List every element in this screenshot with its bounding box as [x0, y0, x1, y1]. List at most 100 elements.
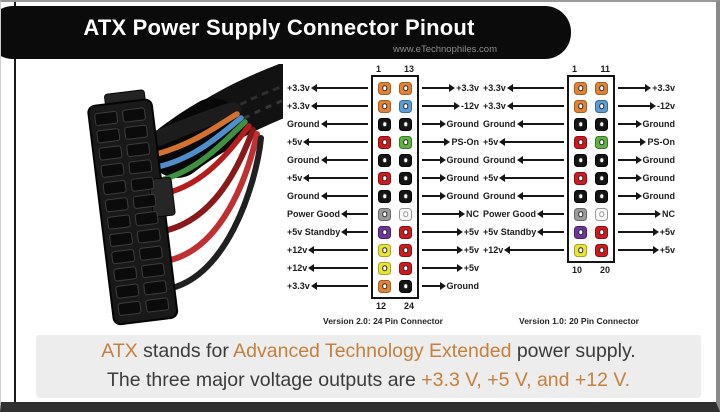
pin-purple: [378, 225, 391, 239]
highlight-text: +3.3 V, +5 V, and +12 V.: [421, 369, 631, 391]
pin-label-row: NC: [419, 205, 479, 223]
pin-label-row: Ground: [287, 115, 371, 133]
arrow-right-icon: [618, 102, 656, 110]
plain-text: power supply.: [511, 340, 636, 362]
pin-number-bottom-right: 20: [599, 265, 610, 275]
pin-number-bottom-left: 12: [376, 301, 387, 311]
pin-label: +5v: [287, 173, 303, 183]
pin-black: [595, 117, 608, 131]
arrow-left-icon: [504, 246, 564, 254]
pin-label: Ground: [446, 119, 480, 129]
arrow-left-icon: [310, 282, 368, 290]
pin-black: [399, 189, 412, 203]
arrow-right-icon: [618, 174, 641, 182]
pin-yellow: [378, 261, 391, 275]
pin-black: [399, 171, 412, 185]
top-pin-numbers: 1 11: [567, 64, 615, 75]
pin-label-row: +3.3v: [483, 79, 567, 97]
arrow-left-icon: [499, 138, 564, 146]
pin-label: +3.3v: [456, 83, 479, 93]
pin-label: +3.3v: [287, 281, 310, 291]
pin-label: Ground: [642, 155, 676, 165]
arrow-right-icon: [422, 84, 456, 92]
arrow-left-icon: [341, 228, 368, 236]
pin-green: [595, 135, 608, 149]
arrow-left-icon: [310, 84, 368, 92]
pin-label-row: PS-On: [615, 133, 675, 151]
pin-column-left: [378, 79, 391, 295]
pin-label: -12v: [656, 101, 675, 111]
arrow-right-icon: [422, 228, 463, 236]
pin-label-row: Ground: [419, 151, 479, 169]
arrow-right-icon: [618, 210, 661, 218]
pin-purple: [574, 225, 587, 239]
pin-label: Ground: [287, 155, 320, 165]
arrow-right-icon: [618, 84, 652, 92]
pin-label: PS-On: [451, 137, 479, 147]
pin-label: -12v: [460, 101, 479, 111]
pin-white: [595, 207, 608, 221]
arrow-right-icon: [422, 174, 445, 182]
pin-label: Ground: [483, 119, 516, 129]
arrow-right-icon: [618, 138, 648, 146]
pin-column-right: [595, 79, 608, 259]
pin-black: [378, 189, 391, 203]
pin-sockets: [94, 107, 170, 316]
arrow-right-icon: [618, 120, 641, 128]
pin-label-row: +5v: [615, 241, 675, 259]
bottom-pin-numbers: 12 24: [371, 299, 419, 311]
connector-body: [87, 89, 179, 326]
pin-label: +12v: [287, 263, 308, 273]
pin-red: [399, 261, 412, 275]
footer-line-1: ATX stands for Advanced Technology Exten…: [36, 337, 701, 366]
pin-label: PS-On: [647, 137, 675, 147]
highlight-text: Advanced Technology Extended: [233, 340, 512, 362]
arrow-left-icon: [308, 264, 368, 272]
pin-black: [399, 279, 412, 293]
pin-label: +12v: [483, 245, 504, 255]
pin-label-row: +5v: [287, 133, 371, 151]
arrow-right-icon: [422, 282, 445, 290]
pin-label-row: +5v: [483, 133, 567, 151]
arrow-left-icon: [341, 210, 368, 218]
pin-white: [399, 207, 412, 221]
bottom-pin-numbers: 10 20: [567, 263, 615, 275]
pin-yellow: [378, 243, 391, 257]
pin-label: Ground: [446, 281, 480, 291]
pin-label: +3.3v: [483, 101, 506, 111]
connector-outline: [567, 75, 615, 263]
pin-orange: [574, 81, 587, 95]
pin-label-row: +5v: [287, 169, 371, 187]
pin-blue: [399, 99, 412, 113]
arrow-right-icon: [618, 228, 659, 236]
pin-label-row: +5v: [419, 259, 479, 277]
top-pin-numbers: 1 13: [371, 64, 419, 75]
pin-label: Ground: [642, 173, 676, 183]
pin-label-row: +3.3v: [615, 79, 675, 97]
pin-label-row: +3.3v: [287, 79, 371, 97]
arrow-right-icon: [422, 138, 452, 146]
arrow-left-icon: [320, 156, 368, 164]
pin-label-row: Ground: [483, 187, 567, 205]
arrow-left-icon: [303, 138, 368, 146]
pin-label-row: Ground: [483, 151, 567, 169]
pin-label: +3.3v: [652, 83, 675, 93]
connector-cable-photo: [87, 64, 283, 326]
title-bar: ATX Power Supply Connector Pinout www.eT…: [1, 6, 571, 59]
pin-black: [399, 117, 412, 131]
page-title: ATX Power Supply Connector Pinout: [83, 15, 475, 40]
connector-outline: [371, 75, 419, 299]
pin-label-row: +5v: [419, 223, 479, 241]
arrow-left-icon: [516, 156, 564, 164]
pin-orange: [378, 81, 391, 95]
pin-label-row: Ground: [615, 151, 675, 169]
pin-label-row: Ground: [615, 169, 675, 187]
arrow-right-icon: [422, 102, 460, 110]
pin-label: Power Good: [483, 209, 537, 219]
pin-label-row: Power Good: [483, 205, 567, 223]
